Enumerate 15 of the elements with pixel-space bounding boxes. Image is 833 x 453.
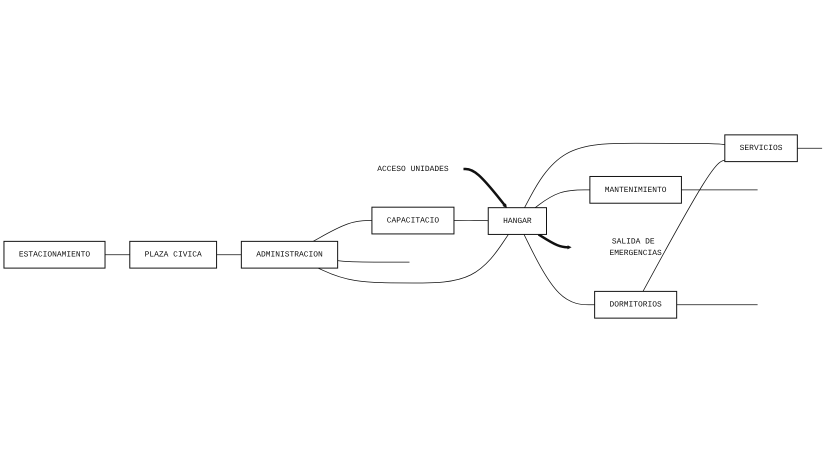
connector [524,142,726,208]
connector [337,260,410,263]
connector [216,254,242,256]
connector [318,234,509,284]
connector [104,254,130,256]
arrow [463,168,507,208]
connector [642,160,726,292]
connector [534,189,590,208]
connector [796,148,822,149]
connector [681,189,758,190]
arrow [538,233,572,250]
connector [524,234,595,306]
connector [312,220,372,242]
connector [454,220,489,222]
connector [676,304,758,306]
